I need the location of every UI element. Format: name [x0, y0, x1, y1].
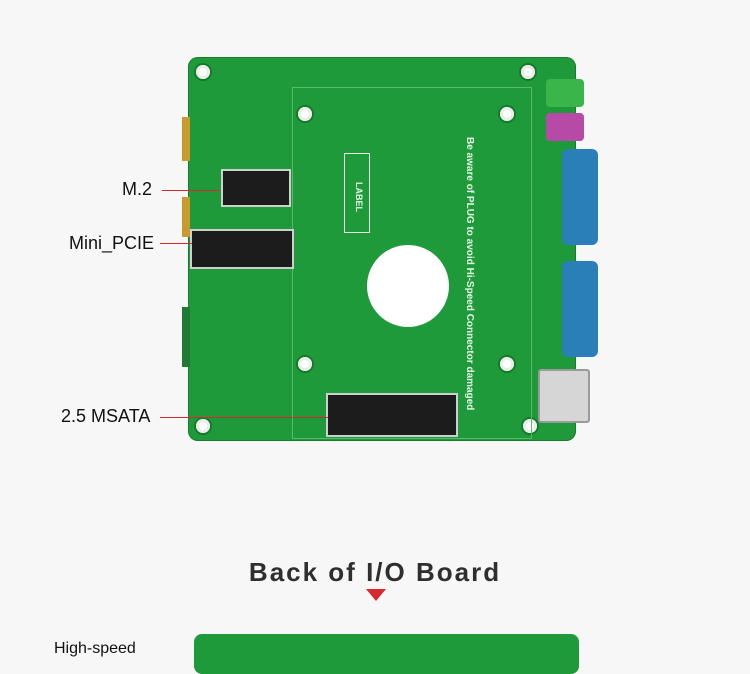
section-title: Back of I/O Board: [248, 557, 502, 587]
standoff: [500, 107, 514, 121]
callout-mini-pcie-line: [160, 243, 192, 244]
label-text: LABEL: [354, 182, 364, 212]
callout-m2-label: M.2: [122, 179, 153, 199]
mount-hole: [523, 419, 537, 433]
m2-slot: [221, 169, 291, 207]
edge-connector: [182, 117, 190, 161]
warning-text: Be aware of PLUG to avoid Hi-Speed Conne…: [464, 137, 475, 411]
footer-partial-label: High-speed: [54, 640, 136, 657]
down-arrow-icon: [366, 589, 386, 601]
standoff: [298, 107, 312, 121]
board-photo-2: [194, 634, 579, 674]
callout-msata-label: 2.5 MSATA: [61, 406, 151, 426]
label-box: LABEL: [344, 153, 370, 233]
standoff: [298, 357, 312, 371]
edge-connector: [182, 307, 190, 367]
center-cutout: [367, 245, 449, 327]
mount-hole: [521, 65, 535, 79]
callout-m2-line: [162, 190, 220, 191]
serial-port-2: [562, 261, 598, 357]
audio-jack-pink: [546, 113, 584, 141]
mount-hole: [196, 419, 210, 433]
mini-pcie-slot: [190, 229, 294, 269]
msata-slot: [326, 393, 458, 437]
board-photo: LABEL Be aware of PLUG to avoid Hi-Speed…: [182, 57, 598, 441]
usb-port: [538, 369, 590, 423]
serial-port-1: [562, 149, 598, 245]
callout-mini-pcie-label: Mini_PCIE: [69, 233, 155, 253]
standoff: [500, 357, 514, 371]
edge-connector: [182, 197, 190, 237]
callout-msata-line: [160, 417, 328, 418]
mount-hole: [196, 65, 210, 79]
audio-jack-green: [546, 79, 584, 107]
